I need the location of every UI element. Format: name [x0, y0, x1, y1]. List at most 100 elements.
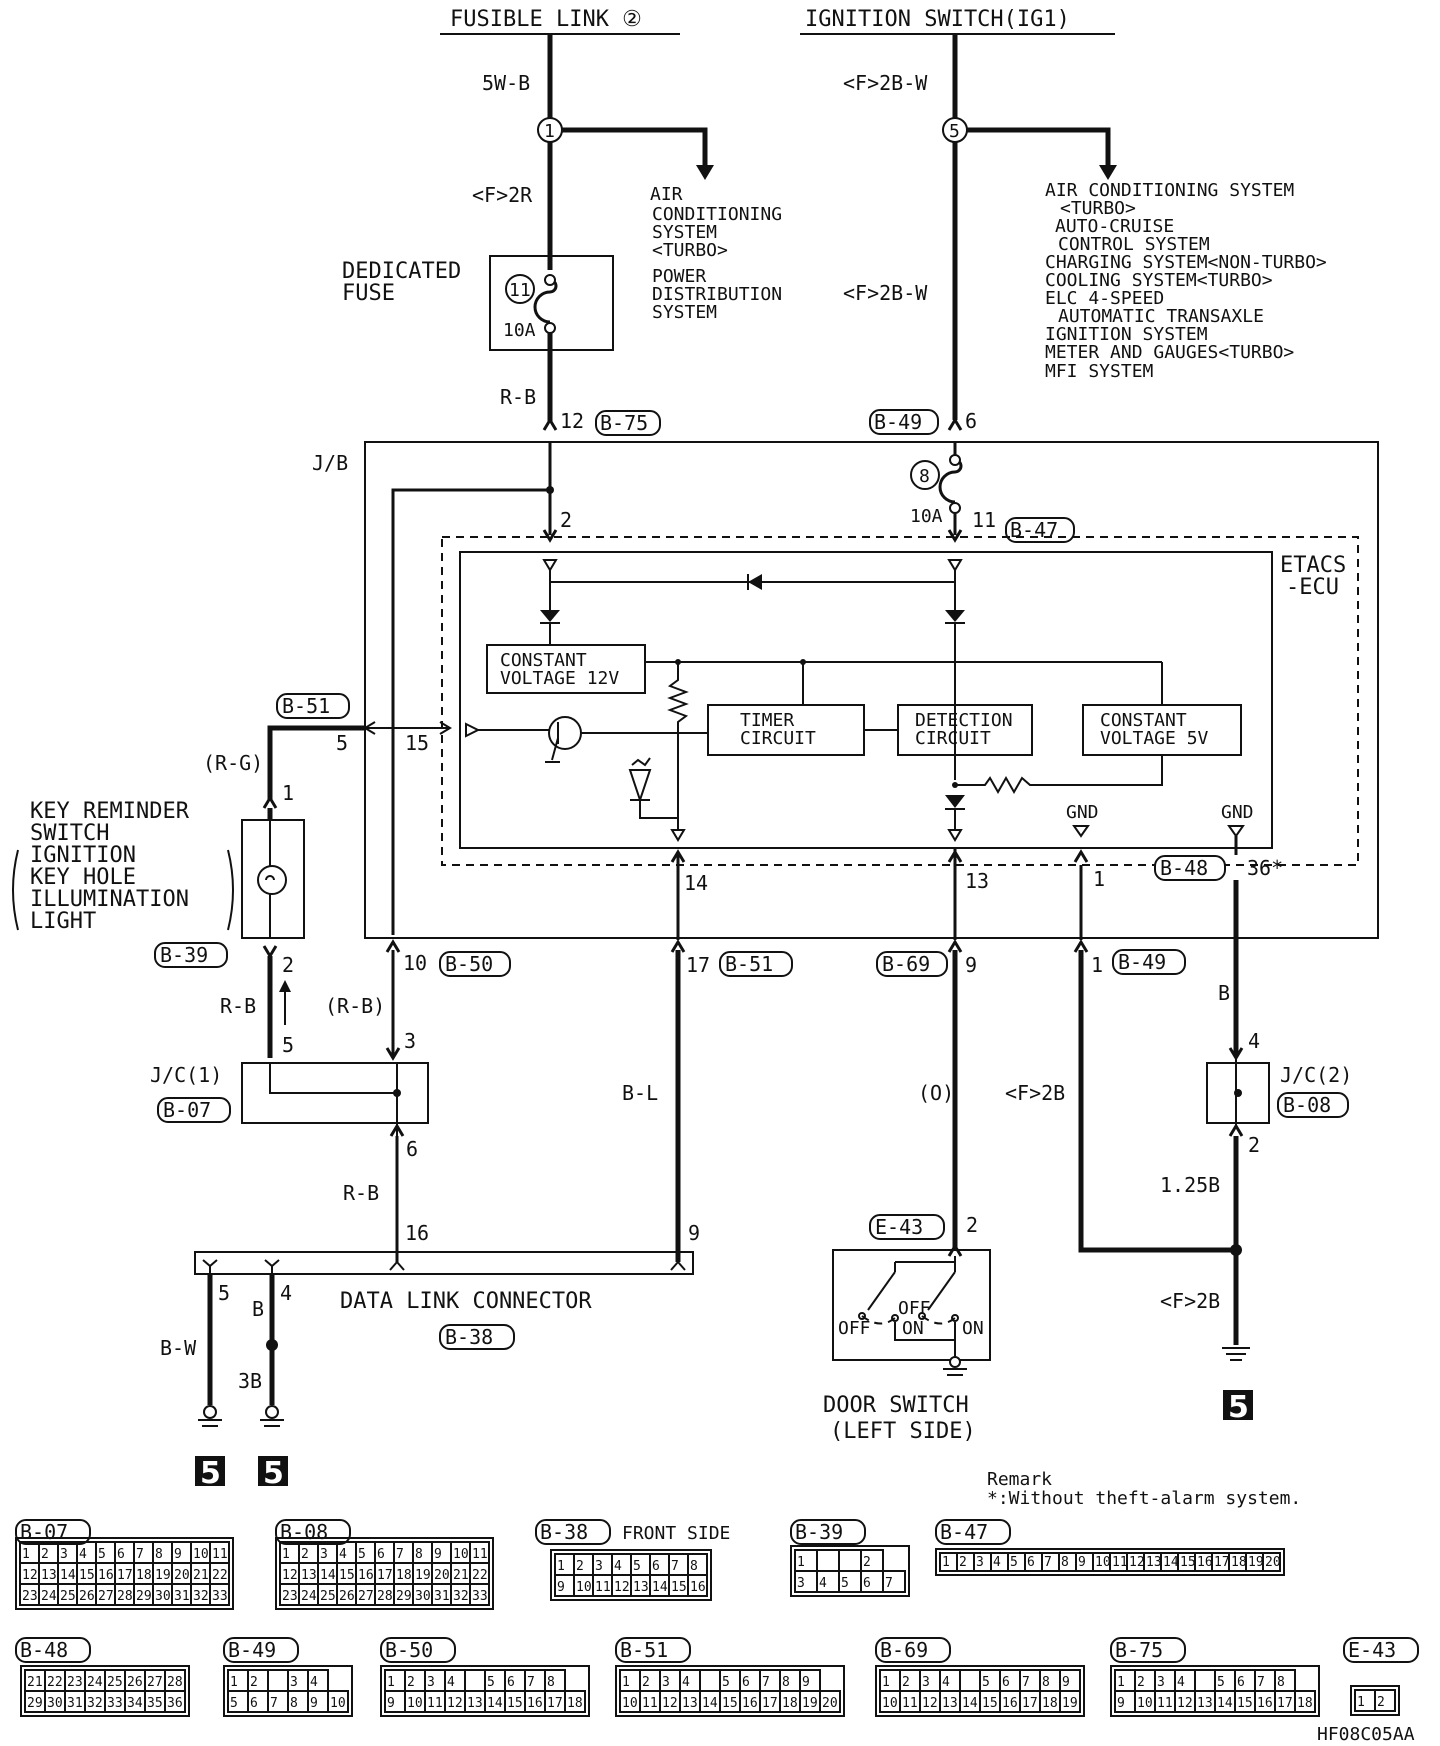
connector-pin-number: 6	[1237, 1675, 1245, 1690]
connector-pin-number: 27	[147, 1675, 163, 1690]
connector-pin-number: 15	[79, 1568, 95, 1583]
connector-pin-number: 13	[1197, 1696, 1213, 1711]
ignition-switch-label: IGNITION SWITCH(IG1)	[805, 7, 1070, 32]
door-switch-label-1: DOOR SWITCH	[823, 1393, 969, 1418]
door-switch-box	[832, 1249, 991, 1361]
connector-pin-number: 15	[722, 1696, 738, 1711]
connector-pin-number: 16	[358, 1568, 374, 1583]
jb-label: J/B	[312, 451, 348, 475]
connector-pin-number: 1	[882, 1675, 890, 1690]
wire-bl: B-L	[622, 1081, 658, 1105]
connector-pin-number: 18	[1231, 1555, 1247, 1570]
connector-view-label: E-43	[1348, 1638, 1396, 1662]
ground-symbol-dlc-1	[198, 1405, 222, 1427]
connector-pin-number: 2	[863, 1555, 871, 1570]
badge-5-right-text: 5	[1228, 1390, 1249, 1425]
door-on-2: ON	[962, 1318, 984, 1339]
connector-pin-number: 19	[802, 1696, 818, 1711]
note-right-3: CONTROL SYSTEM	[1058, 234, 1210, 255]
connector-pin-number: 16	[98, 1568, 114, 1583]
wire-f2b-1: <F>2B	[1005, 1081, 1065, 1105]
connector-pin-number: 5	[98, 1547, 106, 1562]
connector-pin-number: 27	[98, 1589, 114, 1604]
connector-pin-number: 25	[107, 1675, 123, 1690]
connector-pin-number: 6	[863, 1576, 871, 1591]
dedicated-fuse-label-2: FUSE	[342, 281, 395, 306]
note-right-8: IGNITION SYSTEM	[1045, 324, 1208, 345]
connector-pin-number: 23	[282, 1589, 298, 1604]
connector-pin-number: 16	[1257, 1696, 1273, 1711]
connector-pin-number: 1	[1357, 1695, 1365, 1710]
connector-view-outline	[1350, 1685, 1400, 1716]
connector-pin-number: 30	[415, 1589, 431, 1604]
connector-pin-number: 15	[339, 1568, 355, 1583]
connector-pin-cell	[838, 1549, 862, 1572]
badge-5-left-1	[195, 1456, 225, 1486]
pin-9: 9	[965, 953, 977, 977]
connector-pin-number: 31	[67, 1696, 83, 1711]
connector-pin-number: 30	[47, 1696, 63, 1711]
connector-pin-number: 17	[377, 1568, 393, 1583]
fusible-link-label: FUSIBLE LINK ②	[450, 7, 642, 32]
connector-pin-number: 29	[396, 1589, 412, 1604]
pin-14: 14	[684, 871, 708, 895]
connector-pin-number: 15	[507, 1696, 523, 1711]
connector-pin-number: 14	[1217, 1696, 1233, 1711]
etacs-dashed-region	[441, 536, 1359, 866]
connector-pin-number: 8	[1061, 1555, 1069, 1570]
pin-15: 15	[405, 731, 429, 755]
connector-view-tag	[1110, 1637, 1186, 1663]
connector-pin-number: 33	[212, 1589, 228, 1604]
dlc-label: DATA LINK CONNECTOR	[340, 1289, 592, 1314]
connector-pin-number: 8	[155, 1547, 163, 1562]
connector-pin-cell	[267, 1669, 289, 1692]
connector-view-tag	[875, 1637, 951, 1663]
jc1-label: J/C(1)	[150, 1063, 222, 1087]
pin-1c: 1	[282, 781, 294, 805]
pin-17: 17	[686, 953, 710, 977]
connector-pin-number: 5	[1010, 1555, 1018, 1570]
connector-pin-number: 29	[27, 1696, 43, 1711]
connector-pin-number: 21	[453, 1568, 469, 1583]
pin-6: 6	[965, 409, 977, 433]
connector-pin-number: 2	[959, 1555, 967, 1570]
connector-pin-number: 32	[193, 1589, 209, 1604]
connector-pin-number: 2	[642, 1675, 650, 1690]
node-1-label: 1	[544, 121, 555, 142]
note-left-5: DISTRIBUTION	[652, 284, 782, 305]
connector-pin-cell	[687, 1574, 708, 1597]
connector-pin-number: 33	[472, 1589, 488, 1604]
connector-view-label: B-50	[385, 1638, 433, 1662]
connector-pin-number: 10	[453, 1547, 469, 1562]
connector-pin-number: 12	[282, 1568, 298, 1583]
connector-pin-cell	[819, 1690, 841, 1713]
connector-pin-number: 7	[1257, 1675, 1265, 1690]
connector-pin-number: 30	[155, 1589, 171, 1604]
wire-o: (O)	[918, 1081, 954, 1105]
note-left-4: POWER	[652, 266, 706, 287]
connector-pin-number: 28	[377, 1589, 393, 1604]
connector-pin-number: 1	[282, 1547, 290, 1562]
connector-pin-number: 1	[557, 1559, 565, 1574]
connector-pin-number: 18	[396, 1568, 412, 1583]
pin-2b: 2	[282, 953, 294, 977]
junction-block	[364, 441, 1379, 939]
connector-pin-number: 11	[472, 1547, 488, 1562]
connector-pin-cell	[1194, 1669, 1216, 1692]
conn-b49b-tag: B-49	[1118, 950, 1166, 974]
pin-5: 5	[336, 731, 348, 755]
conn-b69-tag: B-69	[882, 952, 930, 976]
connector-view-label: B-75	[1115, 1638, 1163, 1662]
key-label-5: ILLUMINATION	[30, 887, 189, 912]
connector-pin-number: 7	[527, 1675, 535, 1690]
jc2-box	[1206, 1062, 1270, 1124]
connector-pin-number: 17	[547, 1696, 563, 1711]
connector-view-extra: FRONT SIDE	[622, 1523, 730, 1544]
connector-pin-number: 2	[1137, 1675, 1145, 1690]
connector-pin-number: 8	[547, 1675, 555, 1690]
connector-pin-number: 5	[841, 1576, 849, 1591]
badge-5-right	[1223, 1390, 1253, 1420]
data-link-connector-bar	[194, 1251, 694, 1275]
